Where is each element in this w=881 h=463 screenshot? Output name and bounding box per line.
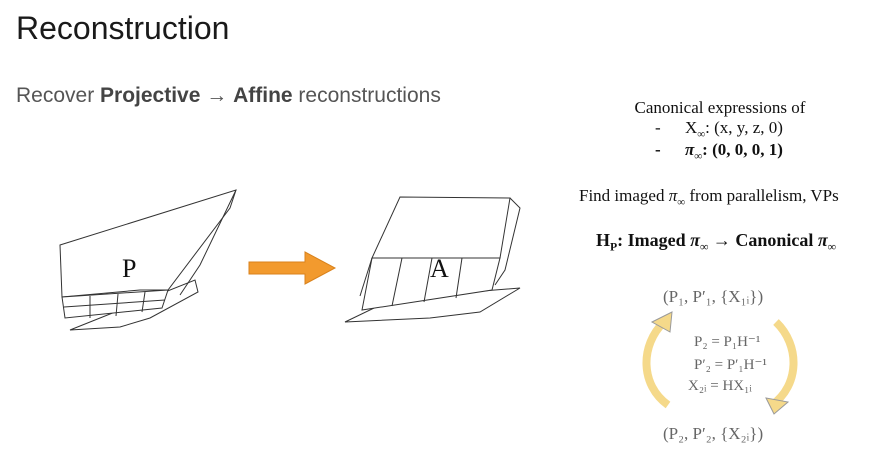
hp-pi2-symbol: π — [817, 230, 828, 250]
cycle-arc-left-head — [650, 311, 673, 333]
bullet-dash: - — [655, 118, 661, 137]
cycle-eq-1: P₂ = P₁H⁻¹ — [694, 334, 761, 350]
canonical-expressions: Canonical expressions of - X∞: (x, y, z,… — [600, 98, 840, 162]
hp-infinity-sub-2: ∞ — [827, 240, 837, 254]
canonical-item-pi: - π∞: (0, 0, 0, 1) — [600, 140, 840, 162]
subtitle-affine: Affine — [233, 84, 293, 107]
x-infinity-sub: ∞ — [697, 128, 706, 141]
affine-facade — [361, 257, 501, 311]
canonical-item-x: - X∞: (x, y, z, 0) — [600, 118, 840, 140]
cycle-arc-right — [769, 319, 798, 409]
cycle-arc-left — [642, 319, 671, 409]
pi-value: : (0, 0, 0, 1) — [702, 140, 783, 159]
hp-sub: P — [610, 240, 618, 254]
canonical-x-expression: X∞: (x, y, z, 0) — [685, 118, 783, 140]
pi-infinity-sub: ∞ — [694, 150, 703, 163]
x-value: : (x, y, z, 0) — [705, 118, 783, 137]
slide-subtitle: Recover Projective → Affine reconstructi… — [16, 84, 441, 108]
canonical-heading: Canonical expressions of — [634, 98, 806, 117]
projective-label: P — [122, 254, 137, 283]
projective-ground — [69, 279, 199, 331]
bullet-dash: - — [655, 140, 661, 159]
hp-h: H — [596, 230, 611, 250]
subtitle-projective: Projective — [100, 84, 201, 107]
slide-title: Reconstruction — [16, 10, 230, 46]
find-pre: Find imaged — [579, 186, 669, 205]
find-post: from parallelism, VPs — [685, 186, 839, 205]
affine-side — [494, 197, 521, 286]
hp-mid: : Imaged — [617, 230, 691, 250]
subtitle-arrow: → — [200, 84, 234, 107]
affine-roof — [371, 196, 511, 259]
find-imaged-line: Find imaged π∞ from parallelism, VPs — [579, 186, 839, 208]
affine-structure — [344, 196, 521, 323]
affine-label: A — [430, 254, 449, 283]
hp-arrow: → Canonical — [708, 230, 818, 250]
subtitle-prefix: Recover — [16, 84, 101, 107]
pi-symbol: π — [685, 140, 695, 159]
hp-pi-symbol: π — [690, 230, 700, 250]
hp-line: HP: Imaged π∞ → Canonical π∞ — [596, 230, 836, 254]
projective-roof-edge — [179, 189, 237, 296]
subtitle-suffix: reconstructions — [292, 84, 441, 107]
x-symbol: X — [685, 118, 698, 137]
find-pi-symbol: π — [668, 186, 678, 205]
projective-structure — [59, 189, 237, 331]
transform-arrow — [248, 251, 337, 285]
cycle-eq-2: P′₂ = P′₁H⁻¹ — [694, 357, 767, 373]
projective-roof — [59, 189, 237, 298]
canonical-pi-expression: π∞: (0, 0, 0, 1) — [685, 140, 783, 162]
cycle-top-tuple: (P₁, P′₁, {X₁ᵢ}) — [663, 287, 764, 306]
find-infinity-sub: ∞ — [677, 196, 686, 209]
hp-infinity-sub: ∞ — [699, 240, 709, 254]
cycle-eq-3: X₂ᵢ = HX₁ᵢ — [688, 378, 752, 394]
cycle-bottom-tuple: (P₂, P′₂, {X₂ᵢ}) — [663, 424, 764, 443]
projective-windows — [61, 289, 169, 319]
cycle-arc-right-head — [765, 397, 790, 415]
